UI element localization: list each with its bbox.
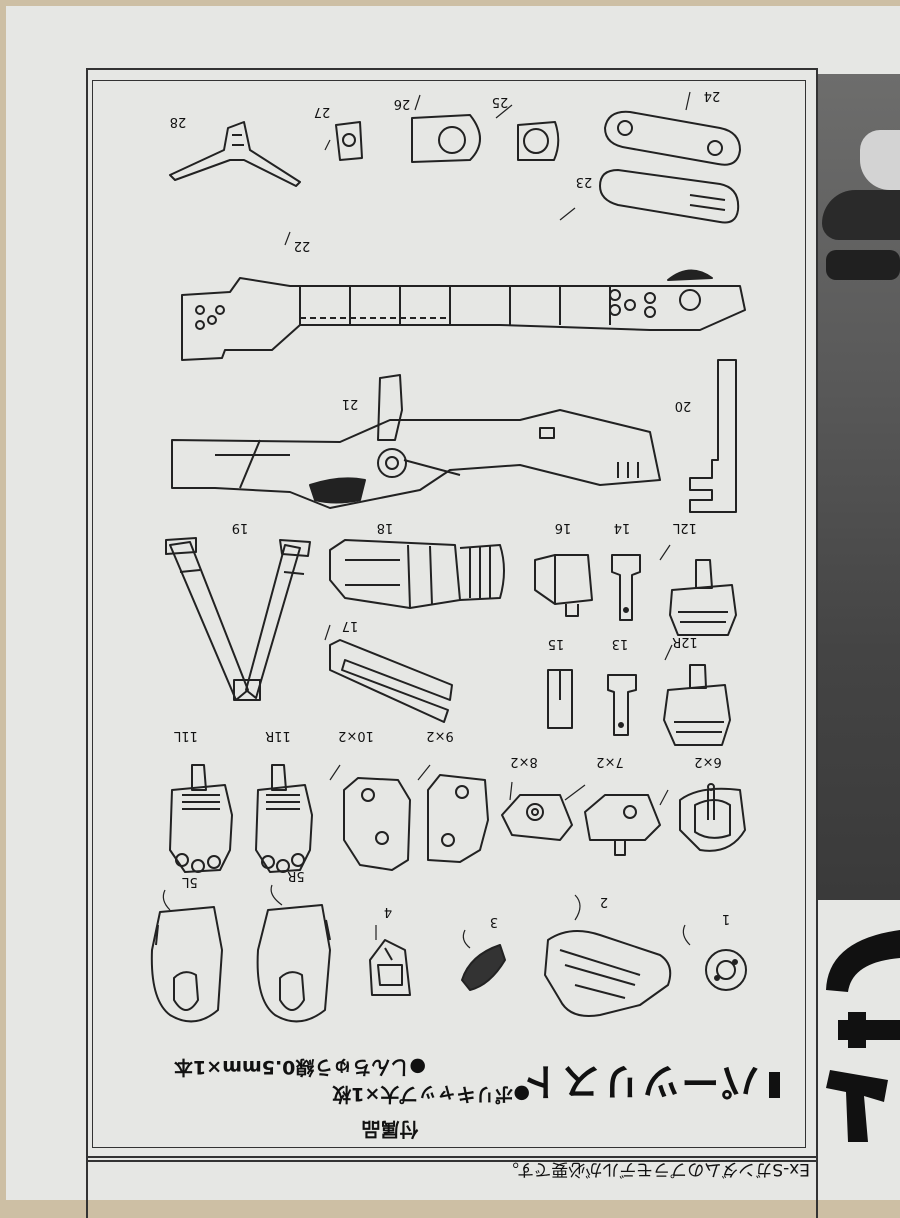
part-17 <box>329 639 453 723</box>
part-5r <box>256 904 331 1023</box>
title-square-mark <box>769 1072 780 1098</box>
part-number-label: 7×2 <box>596 754 623 769</box>
part-number-label: 13 <box>612 636 629 651</box>
part-number-label: 19 <box>232 520 249 535</box>
part-number-label: 5R <box>287 868 304 883</box>
part-number-label: 23 <box>576 174 593 189</box>
accessory-item: ●ポリキャップ大×1枚 <box>332 1083 530 1105</box>
part-number-label: 25 <box>492 94 509 109</box>
parts-list-panel <box>92 80 806 1148</box>
part-12r <box>663 664 731 746</box>
part-23 <box>599 169 740 224</box>
photo-highlight <box>860 130 900 190</box>
part-number-label: 14 <box>614 520 631 535</box>
part-number-label: 10×2 <box>338 728 374 743</box>
leader-lines <box>162 91 691 949</box>
part-6 <box>679 783 746 852</box>
part-4 <box>369 939 411 996</box>
part-number-label: 6×2 <box>694 754 721 769</box>
part-24 <box>604 110 741 166</box>
part-number-label: 12R <box>672 634 698 649</box>
part-number-label: 17 <box>342 618 359 633</box>
part-28 <box>169 121 301 187</box>
part-number-label: 27 <box>314 104 331 119</box>
part-number-label: 4 <box>384 904 392 919</box>
part-5l <box>150 906 223 1023</box>
part-number-label: 26 <box>394 96 411 111</box>
part-21 <box>171 374 661 509</box>
part-26 <box>411 114 481 163</box>
part-8 <box>501 794 573 841</box>
part-20 <box>689 359 737 513</box>
part-12l <box>669 559 737 636</box>
part-number-label: 20 <box>675 398 692 413</box>
part-number-label: 22 <box>294 238 311 253</box>
part-2 <box>544 930 672 1017</box>
logo-fragment <box>826 930 900 1142</box>
part-11l <box>169 764 233 873</box>
part-22 <box>181 269 746 361</box>
part-number-label: 18 <box>377 520 394 535</box>
part-number-label: 16 <box>555 520 572 535</box>
accessories-heading: 付属品 <box>361 1118 419 1140</box>
part-number-label: 2 <box>600 894 608 909</box>
part-number-label: 24 <box>704 88 721 103</box>
section-title: パーツリスト <box>520 1059 760 1104</box>
part-number-label: 1 <box>722 911 730 926</box>
parts-list-frame <box>86 68 818 1162</box>
part-19 <box>165 537 311 701</box>
part-10 <box>343 777 411 871</box>
part-number-label: 15 <box>548 636 565 651</box>
note-box <box>86 1156 818 1218</box>
part-11r <box>255 764 313 873</box>
part-13 <box>607 674 637 736</box>
part-7 <box>584 794 661 856</box>
part-number-label: 8×2 <box>510 754 537 769</box>
part-27 <box>335 121 363 161</box>
parts-list-title: パーツリスト <box>520 1060 780 1110</box>
photo-detail <box>826 250 900 280</box>
requirement-note: Ex-Sガンダムのプラモデルが必要です。 <box>501 1159 810 1179</box>
part-15 <box>547 669 573 729</box>
part-1 <box>705 949 747 991</box>
part-3 <box>461 944 506 991</box>
part-number-label: 11R <box>265 728 291 743</box>
part-number-label: 3 <box>490 914 498 929</box>
instruction-sheet <box>6 6 900 1200</box>
part-number-label: 9×2 <box>426 728 453 743</box>
part-number-label: 5L <box>181 874 197 889</box>
part-16 <box>534 554 593 617</box>
part-14 <box>611 554 641 621</box>
accessory-item: ●しんちゅう線0.5mm×1本 <box>174 1056 426 1078</box>
part-number-label: 28 <box>170 114 187 129</box>
part-number-label: 12L <box>672 520 697 535</box>
part-9 <box>427 774 489 863</box>
part-18 <box>329 539 505 609</box>
part-number-label: 11L <box>173 728 198 743</box>
part-number-label: 21 <box>342 396 359 411</box>
photo-detail <box>822 190 900 240</box>
part-25 <box>517 121 560 161</box>
